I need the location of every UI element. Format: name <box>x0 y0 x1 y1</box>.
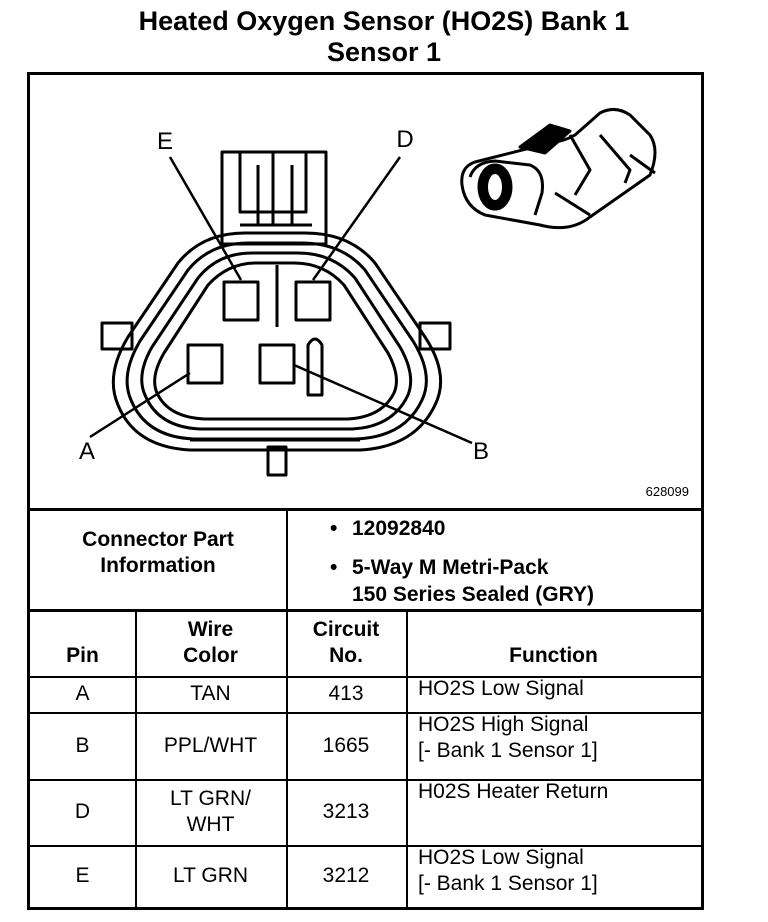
polarizing-key <box>306 337 324 397</box>
table-cell-line: PPL/WHT <box>163 733 258 757</box>
header-circuit-line2: No. <box>329 644 363 667</box>
table-cell-wire: LT GRN/WHT <box>135 779 286 845</box>
pin-label-d: D <box>396 126 414 153</box>
connector-desc-line1: 5-Way M Metri-Pack <box>352 556 549 579</box>
table-cell-line: HO2S Low Signal <box>418 846 584 869</box>
left-tab <box>100 321 134 351</box>
connector-desc-line2: 150 Series Sealed (GRY) <box>352 583 595 606</box>
cavity-a <box>186 343 224 385</box>
table-cell-pin: E <box>75 864 90 887</box>
header-wire-line2: Color <box>183 644 238 667</box>
connector-body-outer <box>111 231 443 452</box>
divider <box>30 676 701 678</box>
diagram-frame: E D A B 628099 Connector Part Informatio… <box>27 72 704 910</box>
connector-info-values: 12092840 5-Way M Metri-Pack 150 Series S… <box>330 515 594 608</box>
connector-drawing <box>89 108 657 477</box>
table-cell-wire: PPL/WHT <box>135 712 286 779</box>
header-wire-line1: Wire <box>187 618 234 641</box>
page-title-line2: Sensor 1 <box>326 37 442 67</box>
table-cell-line: HO2S High Signal <box>418 713 589 736</box>
divider <box>135 609 137 907</box>
table-cell-line: LT GRN/ <box>170 787 251 810</box>
pin-label-b: B <box>472 438 489 465</box>
header-wire-color: Wire Color <box>135 615 286 671</box>
table-cell-func: HO2S Low Signal <box>406 676 701 712</box>
connector-info-label: Connector Part Information <box>30 523 286 583</box>
part-number: 12092840 <box>352 517 446 540</box>
table-cell-circuit: 3213 <box>322 800 370 823</box>
table-cell-pin: A <box>75 682 90 705</box>
table-cell-func: HO2S Low Signal [- Bank 1 Sensor 1] <box>406 845 701 907</box>
divider <box>30 712 701 714</box>
pin-label-e: E <box>156 128 173 155</box>
divider <box>406 609 408 907</box>
figure-id: 628099 <box>645 484 689 499</box>
table-cell-circuit: 3212 <box>322 864 370 887</box>
header-pin: Pin <box>66 644 99 667</box>
divider <box>30 609 701 612</box>
pin-label-a: A <box>78 438 95 465</box>
table-cell-circuit: 413 <box>328 682 364 705</box>
bottom-tab <box>266 445 288 477</box>
divider <box>30 845 701 847</box>
right-tab <box>418 321 452 351</box>
table-cell-line: TAN <box>190 682 231 705</box>
table-cell-func: H02S Heater Return <box>406 779 701 845</box>
divider <box>30 508 701 511</box>
table-cell-line: [- Bank 1 Sensor 1] <box>418 739 598 762</box>
table-cell-circuit: 1665 <box>322 733 370 757</box>
divider <box>286 508 288 609</box>
divider <box>286 609 288 907</box>
table-cell-func: HO2S High Signal [- Bank 1 Sensor 1] <box>406 712 701 779</box>
table-cell-wire: LT GRN <box>135 845 286 907</box>
table-cell-line: HO2S Low Signal <box>418 677 584 700</box>
table-cell-line: [- Bank 1 Sensor 1] <box>418 872 598 895</box>
connector-info-label-line1: Connector Part <box>82 528 234 551</box>
table-cell-pin: B <box>75 733 90 757</box>
divider <box>30 779 701 781</box>
table-cell-wire: TAN <box>135 676 286 712</box>
connector-info-label-line2: Information <box>100 554 216 577</box>
table-cell-line: WHT <box>186 813 235 836</box>
header-circuit: Circuit No. <box>286 615 406 671</box>
table-cell-pin: D <box>74 800 91 823</box>
header-function: Function <box>509 644 598 667</box>
page-title-line1: Heated Oxygen Sensor (HO2S) Bank 1 <box>138 6 630 36</box>
cavity-e <box>222 280 260 322</box>
connector-perspective-icon <box>460 108 657 230</box>
header-circuit-line1: Circuit <box>312 618 380 641</box>
cavity-d <box>294 280 332 322</box>
cavity-b <box>258 343 296 385</box>
table-cell-line: H02S Heater Return <box>418 780 609 803</box>
table-cell-line: LT GRN <box>172 864 249 887</box>
